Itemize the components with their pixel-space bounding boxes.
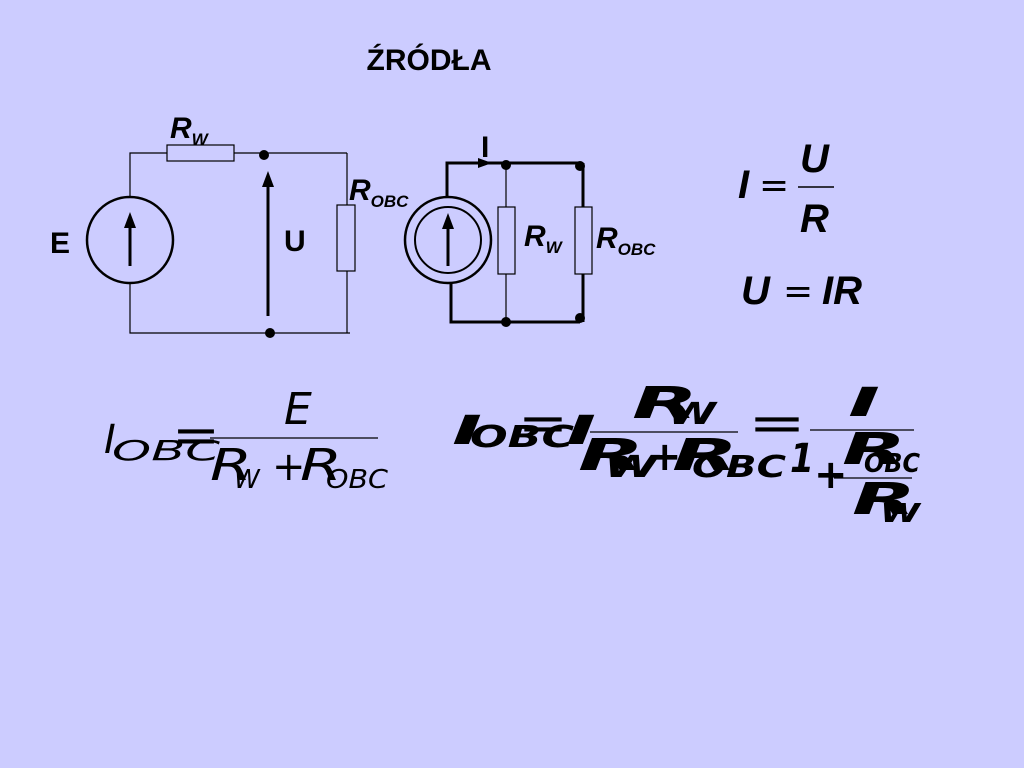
f2-frac1-mult: I [566, 408, 596, 454]
node-top-1 [501, 160, 511, 170]
f2-frac1-num-main: R [632, 378, 698, 429]
f2-lhs-sub: OBC [470, 420, 574, 455]
robc-label-1-main: R [349, 174, 371, 207]
ohm1-eq: = [759, 165, 789, 206]
wire-top [445, 161, 580, 197]
load-resistor-symbol [336, 204, 356, 272]
source-arrow-head [124, 212, 136, 228]
f1-eq: = [172, 406, 220, 464]
voltage-source-circuit [85, 144, 356, 338]
load-resistor-symbol-2 [574, 206, 593, 275]
current-direction-arrow [478, 158, 492, 168]
f2-eq2: = [748, 394, 806, 452]
f1-lhs-sub: OBC [112, 434, 221, 467]
ohm2-eq: = [783, 271, 813, 312]
current-i-label: I [481, 131, 489, 164]
f2-frac2-inner-num-main: R [842, 424, 906, 475]
ohm1-denominator: R [800, 197, 829, 241]
ohm1-lhs: I [738, 163, 750, 207]
f1-lhs-main: I [104, 417, 116, 463]
f2-frac1-den-r1-sub: W [604, 450, 661, 485]
f2-frac2-den-plus: + [814, 452, 848, 498]
voltage-source-symbol [85, 195, 175, 285]
slide-title: ŹRÓDŁA [366, 44, 492, 77]
rw-label-1: RW [170, 112, 210, 149]
rw-label-2: RW [524, 220, 564, 257]
robc-label-2-main: R [596, 222, 618, 255]
current-source-inner [414, 206, 482, 274]
f2-frac1-num-sub: W [668, 397, 719, 432]
formula-voltage-source: I OBC = E R W + R OBC [104, 384, 389, 495]
formula-current-source: I OBC = I R W R W + R OBC = I 1 + R OBC … [452, 378, 922, 529]
ohm-law-eq1: I = U R [738, 137, 834, 241]
terminal-bottom [265, 328, 275, 338]
voltage-arrow-head [262, 171, 274, 187]
current-source-circuit [403, 158, 593, 327]
f1-den-r2-main: R [300, 440, 342, 491]
internal-resistor-symbol-2 [497, 206, 516, 275]
source-e-label: E [50, 227, 70, 260]
f2-frac2-den-one: 1 [790, 436, 814, 482]
f1-den-r1-main: R [210, 440, 252, 491]
ohm-law-eq2: U = IR [741, 269, 862, 313]
node-top-2 [575, 161, 585, 171]
internal-resistor-symbol [166, 144, 235, 162]
voltage-u-label: U [284, 225, 306, 258]
current-arrow-head [442, 213, 454, 229]
f2-frac2-num: I [848, 380, 880, 426]
f2-frac1-den-r1-main: R [578, 430, 644, 481]
f1-den-r2-sub: OBC [326, 465, 389, 495]
f2-frac2-inner-num-sub: OBC [864, 449, 920, 479]
node-bottom-2 [575, 313, 585, 323]
f2-lhs-main: I [452, 408, 482, 454]
f2-frac1-den-r2-main: R [672, 430, 738, 481]
f2-frac1-den-plus: + [648, 434, 682, 480]
f1-den-r1-sub: W [234, 465, 261, 495]
robc-label-1: ROBC [349, 174, 409, 211]
f1-den-plus: + [272, 444, 306, 490]
rw-label-2-sub: W [546, 238, 564, 257]
ohm1-numerator: U [800, 137, 830, 181]
rw-label-1-sub: W [192, 130, 210, 149]
f1-numerator: E [284, 384, 312, 435]
terminal-top [259, 150, 269, 160]
ohm2-rhs: IR [822, 269, 862, 313]
robc-label-2: ROBC [596, 222, 656, 259]
rw-label-2-main: R [524, 220, 546, 253]
rw-label-1-main: R [170, 112, 192, 145]
f2-eq1: = [518, 394, 568, 452]
f2-frac2-inner-den-sub: W [880, 499, 922, 529]
ohm2-lhs: U [741, 269, 771, 313]
robc-label-1-sub: OBC [371, 192, 410, 211]
node-bottom-1 [501, 317, 511, 327]
robc-label-2-sub: OBC [618, 240, 657, 259]
wire-bottom [449, 283, 580, 324]
wire-top-left [129, 152, 167, 198]
f2-frac2-inner-den-main: R [852, 474, 916, 525]
f2-frac1-den-r2-sub: OBC [692, 450, 786, 485]
wire-bottom [129, 283, 350, 334]
